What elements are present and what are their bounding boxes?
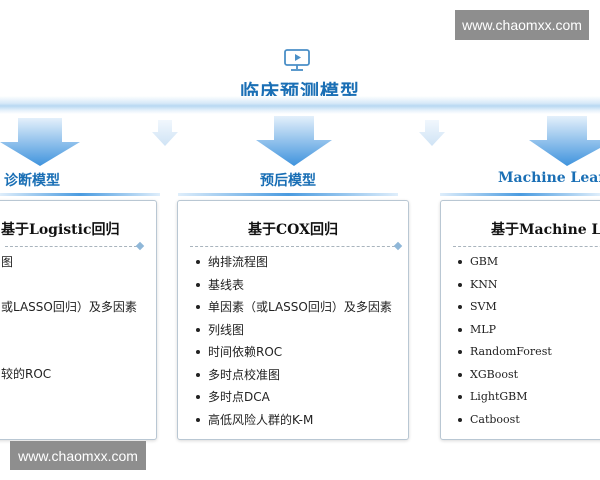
bullet-icon [458, 282, 462, 287]
card-machine-learning: 基于Machine Lear GBM KNN SVM MLP RandomFor… [440, 200, 600, 440]
bullet-icon [196, 305, 200, 309]
list-item: 基线表 [196, 274, 392, 297]
list-item-label: Catboost [470, 412, 520, 426]
bullet-icon [196, 372, 200, 377]
list-item: 较的ROC [1, 367, 52, 381]
list-item: LightGBM [458, 386, 552, 409]
divider-diamond [135, 241, 145, 251]
list-item-label: 基线表 [208, 277, 245, 292]
card-logistic: 基于Logistic回归 图 或LASSO回归）及多因素 较的ROC [0, 200, 157, 440]
list-item: 时间依赖ROC [196, 341, 392, 364]
list-item: 或LASSO回归）及多因素 [1, 300, 137, 314]
list-item-label: GBM [470, 255, 499, 268]
category-diagnostic: 诊断模型 [4, 173, 60, 189]
category-underline [440, 193, 600, 196]
bullet-icon [196, 350, 200, 354]
cox-list: 纳排流程图 基线表 单因素（或LASSO回归）及多因素 列线图 时间依赖ROC … [196, 251, 392, 431]
list-item-label: XGBoost [470, 367, 519, 381]
bullet-icon [196, 282, 200, 287]
divider-diamond [393, 241, 403, 251]
list-item: 多时点DCA [196, 386, 392, 409]
list-item: GBM [458, 251, 552, 274]
card-title: 基于Logistic回归 [1, 222, 120, 238]
list-item-label: 纳排流程图 [208, 255, 269, 269]
ml-list: GBM KNN SVM MLP RandomForest XGBoost Lig… [458, 251, 552, 431]
list-item-label: KNN [470, 277, 498, 291]
monitor-play-icon [284, 49, 310, 71]
list-item: 高低风险人群的K-M [196, 409, 392, 432]
category-underline [0, 193, 160, 196]
card-cox: 基于COX回归 纳排流程图 基线表 单因素（或LASSO回归）及多因素 列线图 … [177, 200, 409, 440]
bullet-icon [458, 305, 462, 309]
list-item: 图 [1, 255, 14, 269]
arrow-left [0, 118, 80, 166]
list-item: 纳排流程图 [196, 251, 392, 274]
card-title: 基于COX回归 [248, 222, 338, 238]
arrow-right [529, 116, 600, 166]
list-item: 单因素（或LASSO回归）及多因素 [196, 296, 392, 319]
list-item-label: MLP [470, 322, 496, 336]
arrow-small-left [152, 120, 178, 146]
watermark-top: www.chaomxx.com [455, 10, 589, 40]
list-item: 列线图 [196, 319, 392, 342]
list-item-label: 多时点DCA [208, 390, 270, 404]
list-item-label: 多时点校准图 [208, 367, 281, 382]
card-title: 基于Machine Lear [491, 222, 600, 238]
bullet-icon [458, 417, 462, 422]
list-item: KNN [458, 274, 552, 297]
divider [190, 246, 395, 247]
arrow-small-right [419, 120, 445, 146]
list-item: MLP [458, 319, 552, 342]
category-prognostic: 预后模型 [260, 173, 316, 189]
list-item-label: 高低风险人群的K-M [208, 412, 314, 427]
list-item: XGBoost [458, 364, 552, 387]
bullet-icon [458, 372, 462, 377]
bullet-icon [458, 350, 462, 354]
list-item-label: RandomForest [470, 345, 552, 358]
divider [5, 246, 137, 247]
list-item-label: 列线图 [208, 322, 245, 337]
title-band [0, 96, 600, 114]
bullet-icon [458, 260, 462, 264]
list-item-label: LightGBM [470, 390, 528, 403]
list-item-label: SVM [470, 300, 497, 313]
bullet-icon [196, 327, 200, 332]
bullet-icon [196, 417, 200, 422]
bullet-icon [196, 395, 200, 399]
watermark-bottom: www.chaomxx.com [10, 441, 146, 470]
arrow-middle [256, 116, 332, 166]
list-item-label: 时间依赖ROC [208, 345, 283, 359]
bullet-icon [196, 260, 200, 264]
divider [453, 246, 600, 247]
list-item: 多时点校准图 [196, 364, 392, 387]
list-item: SVM [458, 296, 552, 319]
category-underline [178, 193, 398, 196]
list-item-label: 单因素（或LASSO回归）及多因素 [208, 300, 392, 314]
list-item: RandomForest [458, 341, 552, 364]
bullet-icon [458, 395, 462, 399]
bullet-icon [458, 327, 462, 332]
list-item: Catboost [458, 409, 552, 432]
category-machine-learning: Machine Learn [498, 170, 600, 186]
flow-arrows [0, 116, 600, 166]
